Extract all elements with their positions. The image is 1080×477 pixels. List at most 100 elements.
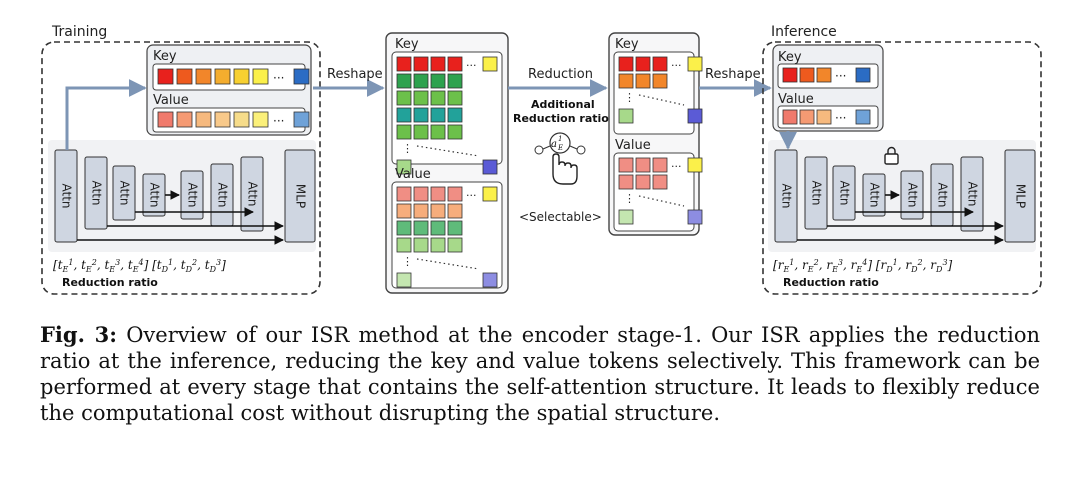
reduced-value-corner-cell xyxy=(618,209,634,225)
lock-icon xyxy=(884,146,899,165)
reduced-key-cell xyxy=(652,73,668,89)
infer-key-token xyxy=(782,67,798,83)
infer-key-ellipsis: ··· xyxy=(835,69,846,83)
train-attn-block xyxy=(84,156,108,230)
train-value-token xyxy=(214,111,231,128)
reduced-key-h-ellipsis: ··· xyxy=(671,59,682,72)
full-key-cell xyxy=(447,90,463,106)
full-key-cell xyxy=(396,107,412,123)
full-key-v-ellipsis: ⋮ xyxy=(402,142,413,155)
full-value-cell xyxy=(430,237,446,253)
reduced-value-corner-cell xyxy=(687,209,703,225)
full-key-grid: ··· ⋮ xyxy=(396,56,498,175)
infer-value-ellipsis: ··· xyxy=(835,111,846,125)
additional-line2: Reduction ratio xyxy=(513,112,609,125)
infer-attn-label: Attn xyxy=(780,183,794,208)
infer-attn-label: Attn xyxy=(906,182,920,207)
full-value-cell xyxy=(413,237,429,253)
reduced-key-corner-cell xyxy=(687,56,703,72)
full-value-cell xyxy=(396,220,412,236)
reduced-value-diag-ellipsis xyxy=(638,195,685,207)
train-value-row: ··· xyxy=(157,111,310,128)
full-value-cell xyxy=(430,220,446,236)
infer-value-token xyxy=(799,109,815,125)
infer-key-row: ··· xyxy=(782,67,871,83)
full-key-cell xyxy=(430,56,446,72)
reduced-key-label: Key xyxy=(615,37,639,52)
full-value-cell xyxy=(413,220,429,236)
train-mlp-block xyxy=(284,149,316,243)
infer-ratios: [rE1, rE2, rE3, rE4] [rD1, rD2, rD3] xyxy=(773,258,953,274)
caption-label: Fig. 3: xyxy=(40,322,118,347)
train-key-label: Key xyxy=(153,49,177,64)
caption-text: Overview of our ISR method at the encode… xyxy=(40,323,1040,425)
full-value-diag-ellipsis xyxy=(416,258,480,270)
infer-attn-block xyxy=(804,156,828,230)
svg-text:E: E xyxy=(557,144,563,152)
train-value-token xyxy=(252,111,269,128)
reduced-key-corner-cell xyxy=(618,108,634,124)
infer-attn-label: Attn xyxy=(838,180,852,205)
full-value-corner-cell xyxy=(482,186,498,202)
infer-attn-label: Attn xyxy=(868,182,882,207)
train-ratios: [tE1, tE2, tE3, tE4] [tD1, tD2, tD3] xyxy=(53,258,226,274)
full-value-cell xyxy=(413,186,429,202)
full-key-cell xyxy=(396,73,412,89)
infer-value-token xyxy=(816,109,832,125)
infer-mlp-block xyxy=(1004,149,1036,243)
full-value-label: Value xyxy=(395,167,431,182)
train-value-token xyxy=(176,111,193,128)
full-key-cell xyxy=(396,90,412,106)
infer-ratio-label: Reduction ratio xyxy=(783,276,879,289)
infer-key-token xyxy=(799,67,815,83)
train-key-token xyxy=(293,68,310,85)
full-value-corner-cell xyxy=(396,272,412,288)
reduced-value-label: Value xyxy=(615,138,651,153)
full-value-cell xyxy=(430,186,446,202)
infer-value-token xyxy=(782,109,798,125)
reduced-key-v-ellipsis: ⋮ xyxy=(624,91,635,104)
infer-key-token xyxy=(855,67,871,83)
train-value-token xyxy=(233,111,250,128)
reduced-value-v-ellipsis: ⋮ xyxy=(624,192,635,205)
infer-attn-block xyxy=(774,149,798,243)
additional-line1: Additional xyxy=(531,98,595,111)
infer-value-label: Value xyxy=(778,92,814,107)
full-key-cell xyxy=(447,107,463,123)
train-kv-arrow xyxy=(65,79,147,150)
full-key-cell xyxy=(413,107,429,123)
full-value-v-ellipsis: ⋮ xyxy=(402,255,413,268)
infer-key-token xyxy=(816,67,832,83)
train-key-token xyxy=(176,68,193,85)
full-value-cell xyxy=(447,237,463,253)
reduced-value-cell xyxy=(635,174,651,190)
infer-value-row: ··· xyxy=(782,109,871,125)
reduced-value-grid: ···⋮ xyxy=(618,157,703,225)
full-key-cell xyxy=(396,56,412,72)
selectable-label: <Selectable> xyxy=(519,210,602,224)
infer-attn-label: Attn xyxy=(966,181,980,206)
train-key-ellipsis: ··· xyxy=(273,71,284,85)
reduced-key-diag-ellipsis xyxy=(638,94,685,106)
full-value-cell xyxy=(396,186,412,202)
infer-attn-label: Attn xyxy=(810,180,824,205)
reduced-key-cell xyxy=(618,73,634,89)
full-key-cell xyxy=(430,73,446,89)
infer-mlp-label: MLP xyxy=(1014,184,1028,208)
train-key-token xyxy=(214,68,231,85)
full-key-cell xyxy=(396,124,412,140)
full-key-cell xyxy=(430,107,446,123)
hand-pointer-icon: a E 1 xyxy=(534,132,586,185)
full-key-cell xyxy=(413,90,429,106)
reduced-value-cell xyxy=(618,157,634,173)
full-key-cell xyxy=(413,56,429,72)
train-key-row: ··· xyxy=(157,68,310,85)
full-key-cell xyxy=(447,124,463,140)
train-attn-block xyxy=(112,165,136,221)
full-key-label: Key xyxy=(395,37,419,52)
reduced-key-cell xyxy=(618,56,634,72)
train-attn-label: Attn xyxy=(118,180,132,205)
full-value-cell xyxy=(413,203,429,219)
reshape-label-1: Reshape xyxy=(327,67,383,82)
full-key-h-ellipsis: ··· xyxy=(466,59,477,72)
